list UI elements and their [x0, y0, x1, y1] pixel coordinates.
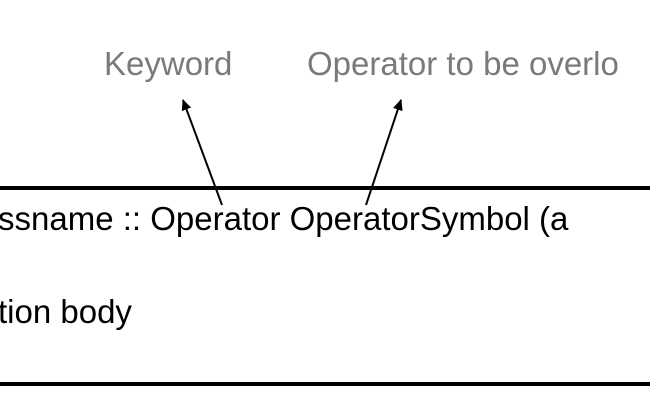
- keyword-arrow: [181, 99, 223, 206]
- top-rule: [0, 186, 650, 190]
- bottom-rule: [0, 382, 650, 386]
- operator-declaration-line: ssname :: Operator OperatorSymbol (a: [0, 200, 569, 237]
- operator-to-be-overloaded-label: Operator to be overlo: [307, 45, 619, 82]
- operator-symbol-arrow: [365, 99, 403, 206]
- keyword-label: Keyword: [104, 45, 233, 82]
- function-body-line: tion body: [0, 293, 132, 330]
